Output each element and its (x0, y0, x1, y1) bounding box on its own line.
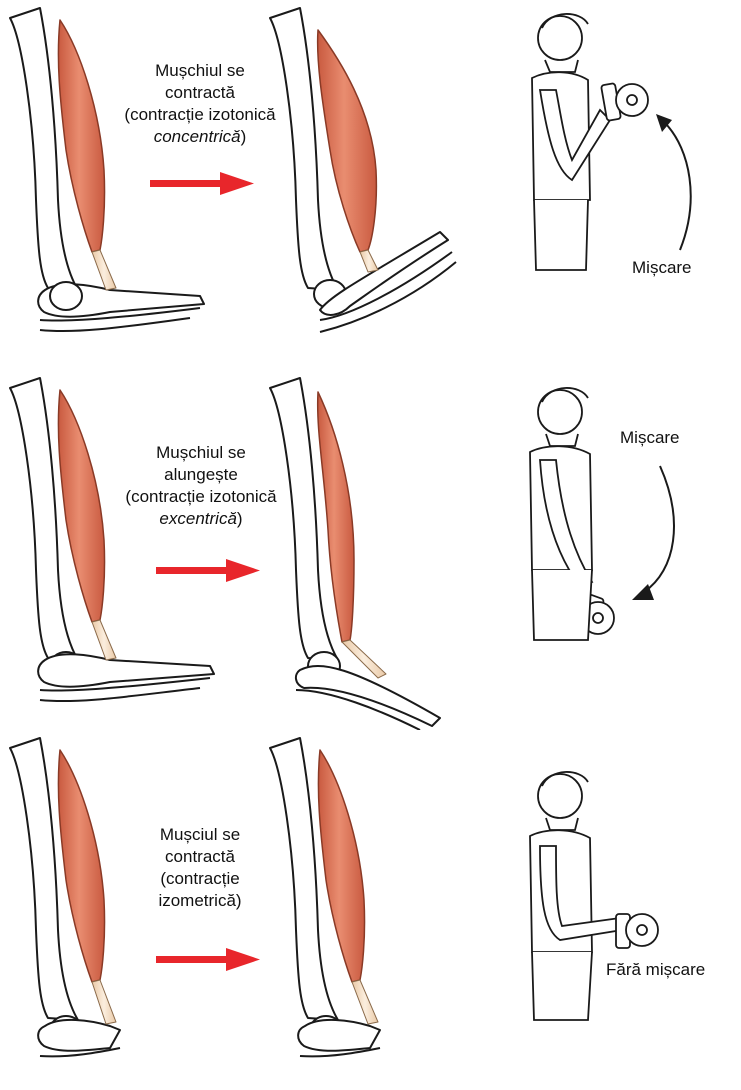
caption-italic: excentrică (159, 509, 237, 528)
caption-line: alungește (164, 465, 238, 484)
person-curl-down (529, 387, 615, 641)
tendon (91, 619, 117, 661)
movement-arrow-down (632, 465, 675, 600)
caption-isometric: Mușciul se contractă (contracție izometr… (130, 824, 270, 912)
caption-italic: concentrică (153, 127, 241, 146)
caption-line: izometrică) (158, 891, 242, 910)
panel-isometric: Mușciul se contractă (contracție izometr… (0, 730, 741, 1090)
ulna-radius-bone (37, 653, 215, 688)
caption-line: (contracție (160, 869, 240, 888)
tendon (91, 979, 117, 1025)
arm-extended (9, 7, 205, 333)
muscle (57, 749, 106, 983)
caption-paren: ) (236, 509, 243, 528)
tendon (359, 249, 379, 273)
panel-eccentric: Mușchiul se alungește (contracție izoton… (0, 370, 741, 730)
tendon (91, 249, 117, 291)
movement-label: Mișcare (632, 258, 692, 277)
transition-arrow (156, 948, 260, 971)
ulna-radius-bone (319, 231, 449, 316)
movement-label: Mișcare (620, 428, 680, 447)
caption-concentric: Mușchiul se contractă (contracție izoton… (110, 60, 290, 148)
elbow-joint (49, 281, 83, 311)
person-hold (529, 771, 659, 1021)
caption-line: (contracție izotonică (125, 487, 277, 506)
caption-line: Mușciul se (159, 825, 241, 844)
arm-start (9, 377, 215, 703)
ulna-radius-bone (294, 665, 441, 727)
muscle-lengthened (316, 391, 355, 643)
muscle-contracted (316, 29, 378, 253)
muscle (57, 389, 106, 623)
caption-line: contractă (165, 83, 235, 102)
arm-start (9, 737, 121, 1058)
transition-arrow (156, 559, 260, 582)
caption-line: excentrică) (108, 508, 294, 530)
caption-paren: ) (240, 127, 247, 146)
muscle (317, 749, 366, 983)
caption-line: (contracție izotonică (124, 105, 276, 124)
caption-line: contractă (165, 847, 235, 866)
arm-end (269, 377, 441, 730)
panel-concentric: Mușchiul se contractă (contracție izoton… (0, 0, 741, 360)
muscle-relaxed (57, 19, 106, 253)
caption-line: Mușchiul se (155, 61, 245, 80)
caption-line: Mușchiul se (156, 443, 246, 462)
tendon (351, 979, 379, 1025)
caption-line: concentrică) (110, 126, 290, 148)
movement-arrow-up (656, 114, 692, 251)
tendon (341, 639, 387, 679)
movement-label: Fără mișcare (606, 960, 706, 979)
arm-flexed (269, 7, 457, 333)
arm-end (269, 737, 381, 1058)
person-curl-up (531, 13, 649, 271)
caption-eccentric: Mușchiul se alungește (contracție izoton… (108, 442, 294, 530)
transition-arrow (150, 172, 254, 195)
ulna-radius-bone (37, 1018, 121, 1052)
ulna-radius-bone (297, 1018, 381, 1052)
